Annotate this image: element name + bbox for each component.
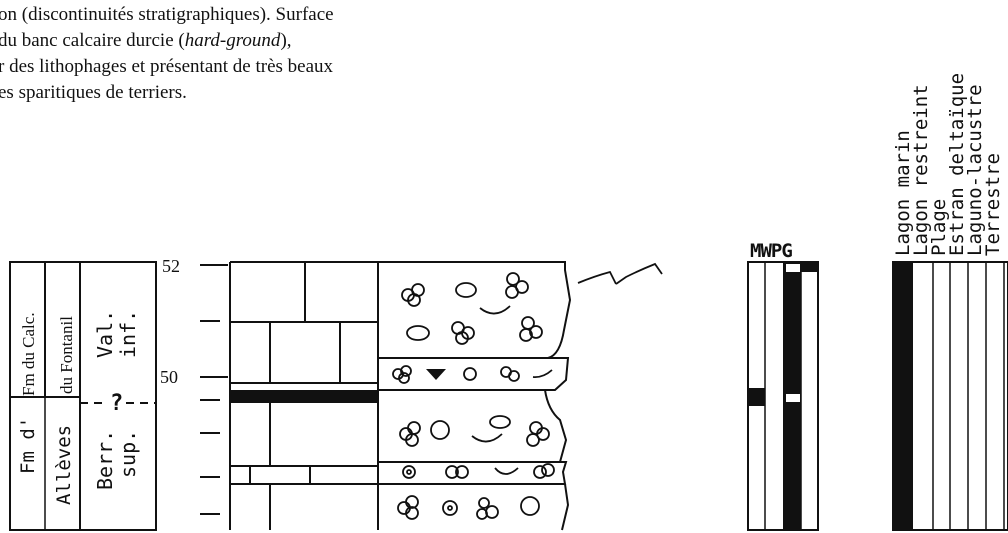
facies-bed-1: [378, 262, 570, 358]
oncoid-icon: [534, 466, 546, 478]
formation-upper-label-2: du Fontanil: [57, 316, 76, 394]
texture-header: MWPG: [750, 240, 792, 262]
flower-fossil-icon: [431, 421, 449, 439]
hardground-mark: [578, 264, 662, 284]
ooid-icon: [490, 416, 510, 428]
flower-fossil-icon: [521, 497, 539, 515]
triangle-symbol: [426, 369, 446, 380]
stage-lower-label-1: Berr.: [93, 430, 117, 490]
depth-label-52: 52: [162, 256, 180, 276]
facies-bed-3: [378, 390, 566, 462]
shell-icon: [472, 434, 502, 442]
stage-boundary-question: ?: [110, 391, 123, 416]
facies-column: [378, 262, 570, 530]
formation-upper-label-1: Fm du Calc.: [19, 312, 38, 396]
formation-lower-label-1: Fm d': [17, 417, 39, 474]
oolite-icon: [443, 501, 457, 515]
grainstone-bar: [801, 262, 818, 272]
facies-bed-4: [378, 462, 566, 484]
texture-gap: [786, 264, 800, 272]
environment-label: Terrestre: [982, 153, 1004, 256]
stage-upper-label-2: inf.: [116, 310, 140, 358]
depth-label-50: 50: [160, 367, 178, 387]
wackestone-bar: [748, 388, 765, 406]
ooid-icon: [456, 283, 476, 297]
environment-panel: [893, 262, 1008, 530]
shell-icon: [495, 468, 518, 474]
texture-gap: [786, 394, 800, 402]
flower-fossil-icon: [464, 368, 476, 380]
shell-icon: [533, 370, 552, 377]
depth-scale: [156, 262, 228, 530]
facies-bed-5: [562, 484, 568, 530]
fossil-symbols: [393, 273, 554, 519]
dark-marl-bed: [230, 390, 378, 403]
stage-upper-label-1: Val.: [93, 310, 117, 358]
shell-icon: [480, 306, 510, 314]
ooid-icon: [407, 326, 429, 340]
texture-panel: [748, 262, 818, 530]
oolite-icon: [403, 466, 415, 478]
lagon-marin-bar: [893, 262, 913, 530]
stage-lower-label-2: sup.: [116, 430, 140, 478]
oncoid-icon: [479, 498, 489, 508]
formation-lower-label-2: Allèves: [53, 425, 75, 505]
